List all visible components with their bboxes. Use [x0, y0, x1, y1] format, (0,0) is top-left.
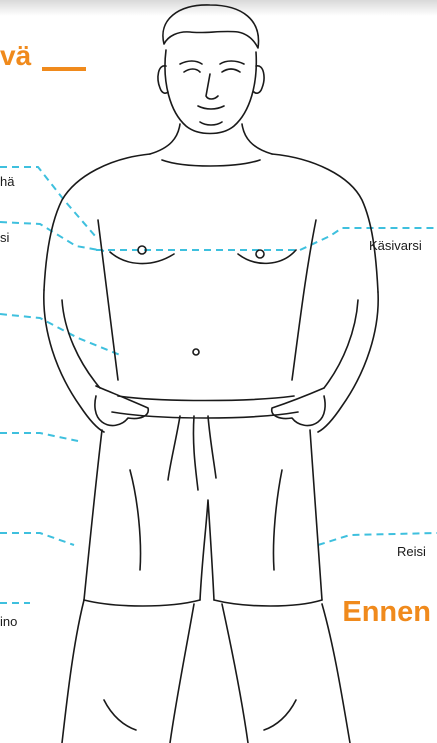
shorts-left-side [84, 430, 102, 600]
left-leg-outer [62, 600, 84, 743]
arm-label: Käsivarsi [369, 238, 422, 253]
right-arm-outer [318, 292, 378, 432]
right-knee [264, 700, 296, 730]
waistband-top [118, 396, 294, 401]
left-brow [180, 61, 202, 64]
shorts-right-hem [214, 600, 322, 606]
figure-outline [44, 5, 378, 743]
mouth [198, 106, 224, 109]
waist-line [0, 314, 120, 355]
nose [206, 74, 218, 99]
before-badge: Ennen [342, 596, 431, 629]
chest-label: hä [0, 174, 14, 189]
upper-left-label: si [0, 230, 9, 245]
left-thigh-line [0, 533, 74, 545]
shorts-fold-left [130, 470, 141, 570]
right-pec [238, 250, 296, 263]
right-nipple [256, 250, 264, 258]
left-knee [104, 700, 136, 730]
right-hand [272, 388, 325, 425]
left-hand [95, 386, 148, 425]
left-eye [184, 69, 200, 72]
left-shoulder [44, 154, 150, 290]
hair [163, 5, 259, 48]
neck-left [150, 124, 180, 154]
right-shoulder [272, 154, 378, 292]
left-torso [98, 220, 118, 380]
shorts-left-hem [84, 600, 200, 606]
right-leg-inner [222, 604, 248, 743]
collar [162, 160, 260, 166]
hip-line [0, 433, 78, 441]
navel [193, 349, 199, 355]
shorts-right-side [310, 430, 322, 600]
right-brow [220, 61, 244, 64]
shorts-fold-right [273, 470, 282, 570]
chin [200, 122, 222, 125]
right-eye [222, 69, 240, 72]
drawstring [168, 416, 216, 490]
neck-right [242, 124, 272, 154]
thigh-label: Reisi [397, 544, 426, 559]
right-arm-inner [324, 300, 358, 388]
shorts-crotch [200, 500, 214, 600]
bottom-left-label: ino [0, 614, 17, 629]
left-leg-inner [170, 604, 194, 743]
